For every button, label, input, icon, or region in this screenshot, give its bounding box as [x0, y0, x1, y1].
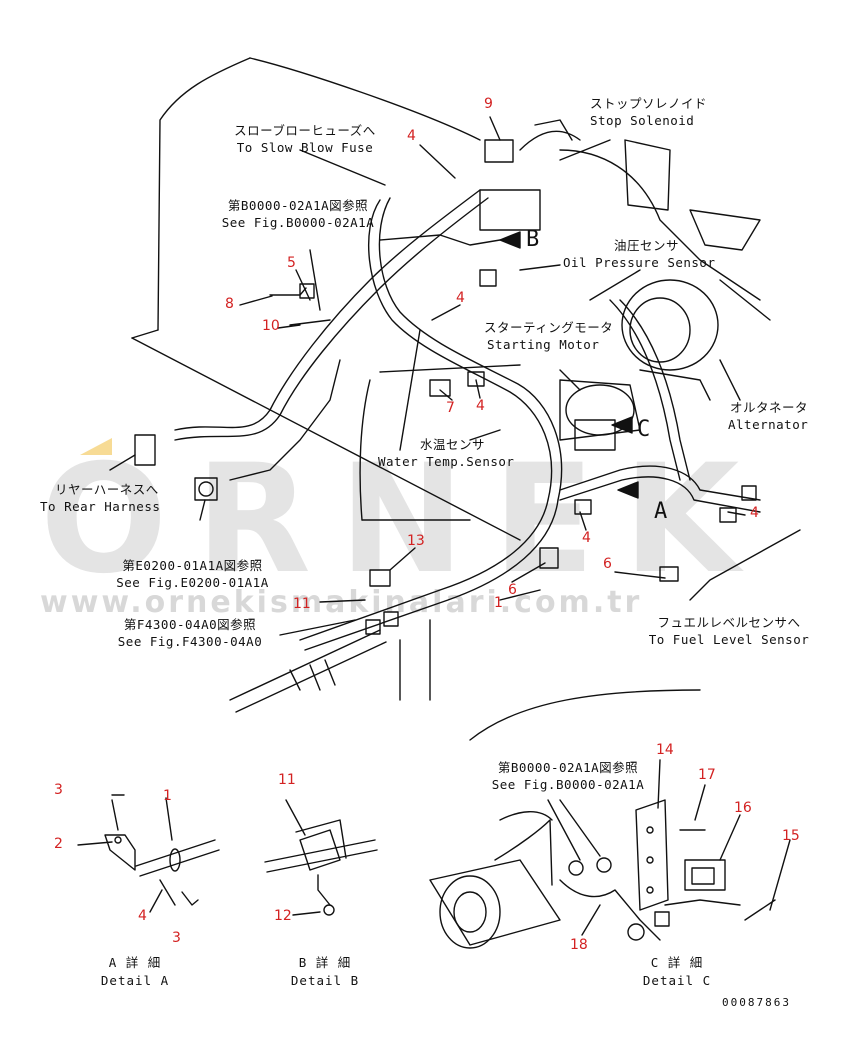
part-number-12: 12: [274, 908, 292, 924]
water-temp-label-jp: 水温センサ: [420, 437, 486, 452]
detail-b-title-jp: B 詳 細: [298, 955, 352, 970]
part-number-16: 16: [734, 800, 752, 816]
see-f4300-label-jp: 第F4300-04A0図参照: [123, 617, 257, 632]
part-number-3: 3: [54, 782, 63, 798]
part-number-2: 2: [54, 836, 63, 852]
part-number-13: 13: [407, 533, 425, 549]
part-number-4: 4: [456, 290, 465, 306]
oil-pressure-label: Oil Pressure Sensor: [563, 255, 716, 270]
see-f4300-label: See Fig.F4300-04A0: [117, 634, 263, 649]
see-e0200-label: See Fig.E0200-01A1A: [116, 575, 269, 590]
fuel-level-label-jp: フュエルレベルセンサへ: [657, 615, 801, 630]
detail-b-title: Detail B: [290, 973, 360, 988]
oil-pressure-label-jp: 油圧センサ: [614, 238, 680, 253]
part-number-15: 15: [782, 828, 800, 844]
detail-a-caption: A 詳 細 Detail A: [90, 954, 180, 990]
detail-c-title: Detail C: [642, 973, 712, 988]
part-number-14: 14: [656, 742, 674, 758]
view-letter-b: B: [526, 227, 540, 252]
see-e0200-label-jp: 第E0200-01A1A図参照: [122, 558, 263, 573]
detail-a-title-jp: A 詳 細: [108, 955, 162, 970]
detail-a-title: Detail A: [100, 973, 170, 988]
part-number-7: 7: [446, 400, 455, 416]
view-letter-c: C: [637, 417, 651, 442]
part-number-1: 1: [494, 595, 503, 611]
part-number-5: 5: [287, 255, 296, 271]
part-number-4: 4: [750, 505, 759, 521]
see-b0000-top-label-jp: 第B0000-02A1A図参照: [227, 198, 369, 213]
part-number-18: 18: [570, 937, 588, 953]
alternator-label: Alternator: [728, 417, 809, 432]
detail-c-caption: C 詳 細 Detail C: [632, 954, 722, 990]
part-number-6: 6: [508, 582, 517, 598]
rear-harness-label-jp: リヤーハーネスへ: [55, 482, 159, 497]
part-number-11: 11: [278, 772, 296, 788]
part-number-4: 4: [407, 128, 416, 144]
part-number-4: 4: [476, 398, 485, 414]
part-number-17: 17: [698, 767, 716, 783]
see-b0000-bottom-label: See Fig.B0000-02A1A: [491, 777, 645, 792]
part-number-1: 1: [163, 788, 172, 804]
part-number-3: 3: [172, 930, 181, 946]
drawing-number: 00087863: [722, 996, 791, 1009]
part-number-8: 8: [225, 296, 234, 312]
starting-motor-label-jp: スターティングモータ: [484, 320, 614, 335]
part-number-6: 6: [603, 556, 612, 572]
fuel-level-label: To Fuel Level Sensor: [648, 632, 810, 647]
part-number-4: 4: [138, 908, 147, 924]
slow-blow-label: To Slow Blow Fuse: [236, 140, 374, 155]
rear-harness-label: To Rear Harness: [40, 499, 161, 514]
part-number-10: 10: [262, 318, 280, 334]
slow-blow-label-jp: スローブローヒューズへ: [234, 123, 376, 138]
part-number-11: 11: [293, 596, 311, 612]
view-letter-a: A: [654, 499, 668, 524]
see-b0000-bottom-label-jp: 第B0000-02A1A図参照: [497, 760, 639, 775]
stop-solenoid-label: Stop Solenoid: [590, 113, 695, 128]
part-number-4: 4: [582, 530, 591, 546]
starting-motor-label: Starting Motor: [487, 337, 600, 352]
alternator-label-jp: オルタネータ: [730, 400, 809, 415]
part-number-9: 9: [484, 96, 493, 112]
stop-solenoid-label-jp: ストップソレノイド: [590, 96, 708, 111]
water-temp-label: Water Temp.Sensor: [378, 454, 515, 469]
detail-b-caption: B 詳 細 Detail B: [280, 954, 370, 990]
detail-c-title-jp: C 詳 細: [650, 955, 704, 970]
see-b0000-top-label: See Fig.B0000-02A1A: [221, 215, 375, 230]
